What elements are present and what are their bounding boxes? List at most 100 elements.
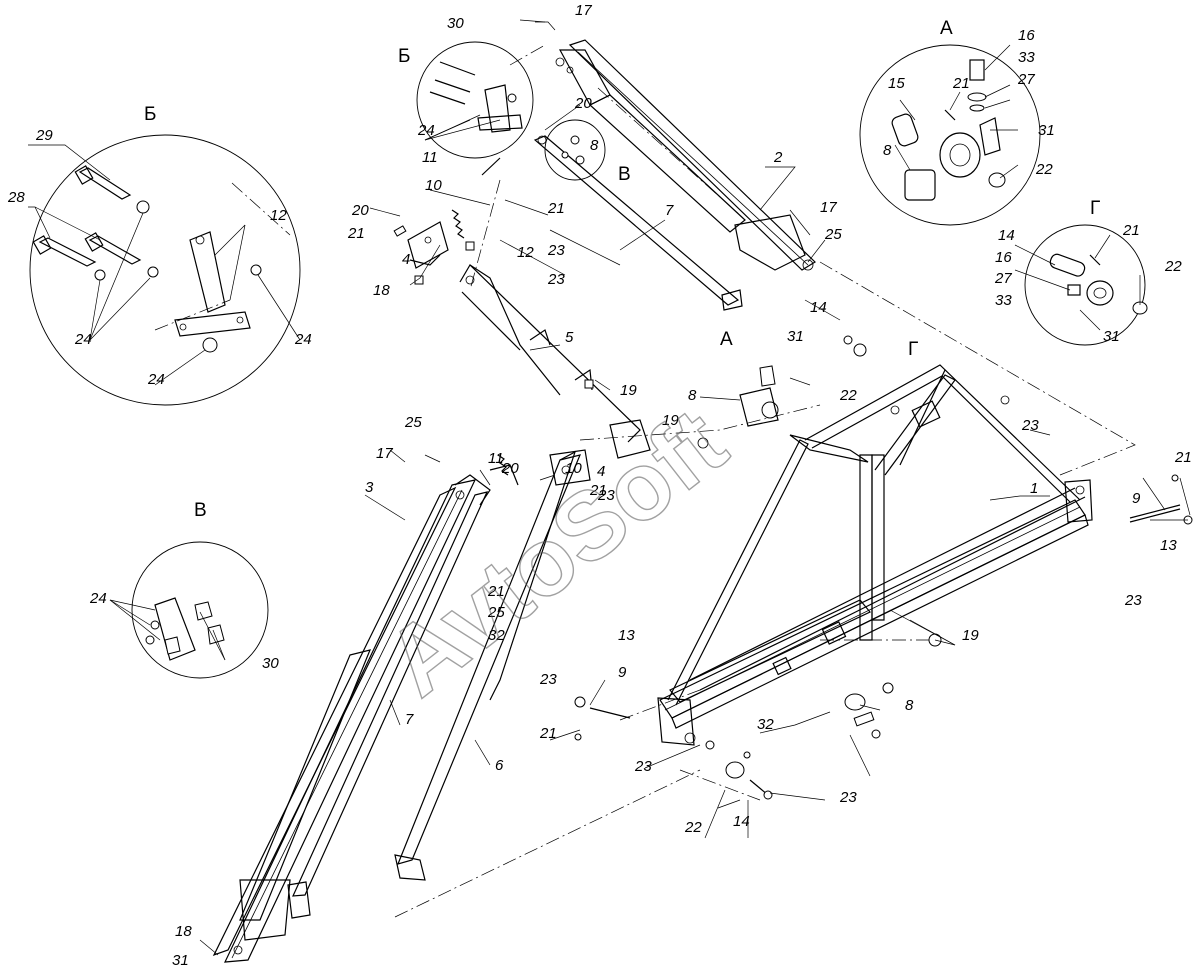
callout-label: 9 (618, 664, 627, 681)
callout-label: 19 (620, 382, 637, 399)
rod-part-7-upper (533, 135, 743, 311)
leader-lines (28, 19, 1191, 956)
callout-label: 23 (597, 487, 615, 504)
spring-pin-upper (451, 157, 501, 251)
view-letter-V-large: В (194, 500, 207, 521)
arm-part-3 (212, 474, 491, 963)
callout-label: 21 (487, 583, 505, 600)
callout-label: 19 (962, 627, 979, 644)
arm-part-2 (555, 39, 816, 271)
detail-view-B (29, 134, 301, 406)
view-letters: Б Б В В А А Г Г (144, 18, 1100, 521)
callout-label: 23 (634, 758, 652, 775)
callout-label: 18 (175, 923, 192, 940)
view-letter-G-large: Г (1090, 198, 1100, 219)
callout-label: 11 (422, 149, 438, 166)
view-letter-A-small: А (720, 329, 733, 350)
link-part-5 (459, 264, 651, 459)
callout-label: 8 (590, 137, 599, 154)
view-letter-V-small: В (618, 164, 631, 185)
callout-label: 7 (665, 202, 674, 219)
detail-B-callout: 24 (147, 371, 165, 388)
view-letter-G-small: Г (908, 339, 918, 360)
detail-G-callout: 31 (1103, 328, 1120, 345)
callout-label: 22 (684, 819, 702, 836)
callout-label: 19 (662, 412, 679, 429)
callout-label: 20 (501, 460, 519, 477)
callout-numbers: 1 2 3 4 4 5 6 7 7 8 8 9 9 10 10 11 11 13… (172, 2, 1192, 969)
detail-A-callout: 22 (1035, 161, 1053, 178)
callout-label: 17 (376, 445, 393, 462)
detail-G-callout: 21 (1122, 222, 1140, 239)
detail-A-callout: 27 (1017, 71, 1035, 88)
detail-G-callout: 22 (1164, 258, 1182, 275)
callout-label: 21 (547, 200, 565, 217)
detail-G-callout: 16 (995, 249, 1012, 266)
detail-V-callout: 30 (262, 655, 279, 672)
callout-label: 1 (1030, 480, 1038, 497)
callout-label: 9 (1132, 490, 1141, 507)
callout-label: 20 (574, 95, 592, 112)
callout-label: 7 (405, 711, 414, 728)
detail-G-callout: 33 (995, 292, 1012, 309)
callout-label: 25 (824, 226, 842, 243)
rod-part-7-lower (287, 491, 489, 919)
callout-label: 23 (1124, 592, 1142, 609)
callout-label: 21 (1174, 449, 1192, 466)
callout-label: 18 (373, 282, 390, 299)
detail-A-callout: 21 (952, 75, 970, 92)
callout-label: 11 (488, 450, 504, 467)
callout-label: 22 (839, 387, 857, 404)
view-letter-A-large: А (940, 18, 953, 39)
callout-label: 31 (787, 328, 804, 345)
callout-label: 12 (517, 244, 534, 261)
callout-label: 23 (547, 242, 565, 259)
callout-label: 24 (417, 122, 435, 139)
callout-label: 23 (1021, 417, 1039, 434)
callout-label: 4 (597, 463, 605, 480)
link-part-6 (394, 450, 582, 881)
callout-label: 21 (589, 482, 607, 499)
callout-label: 17 (820, 199, 837, 216)
frame-part-1 (657, 364, 1093, 746)
callout-label: 25 (404, 414, 422, 431)
callout-label: 10 (425, 177, 442, 194)
pin-assembly-lower (574, 696, 715, 750)
callout-label: 25 (487, 604, 505, 621)
detail-B-callout: 28 (7, 189, 25, 206)
callout-label: 8 (905, 697, 914, 714)
callout-label: 13 (618, 627, 635, 644)
detail-A-callout: 31 (1038, 122, 1055, 139)
callout-label: 23 (839, 789, 857, 806)
detail-view-V (131, 541, 269, 679)
detail-view-V-small (544, 119, 606, 181)
detail-G-callout: 14 (998, 227, 1015, 244)
callout-label: 14 (733, 813, 750, 830)
view-letter-B-small: Б (398, 46, 410, 67)
callout-label: 23 (547, 271, 565, 288)
detail-view-G (1024, 224, 1148, 346)
callout-label: 32 (757, 716, 774, 733)
detail-G-callout: 27 (994, 270, 1012, 287)
callout-label: 4 (402, 251, 410, 268)
callout-label: 3 (365, 479, 374, 496)
detail-A-callout: 16 (1018, 27, 1035, 44)
detail-view-B-small (416, 41, 534, 159)
callout-label: 2 (773, 149, 783, 166)
detail-B-callout: 12 (270, 207, 287, 224)
detail-callouts: 29 28 12 24 24 24 24 30 16 33 27 15 21 3… (7, 27, 1182, 672)
callout-label: 5 (565, 329, 574, 346)
detail-B-callout: 24 (294, 331, 312, 348)
callout-label: 21 (539, 725, 557, 742)
detail-A-callout: 8 (883, 142, 892, 159)
callout-label: 17 (575, 2, 592, 19)
detail-V-callout: 24 (89, 590, 107, 607)
callout-label: 23 (539, 671, 557, 688)
callout-label: 32 (488, 627, 505, 644)
callout-label: 31 (172, 952, 189, 969)
callout-label: 10 (565, 460, 582, 477)
bracket-part-4-upper (393, 221, 449, 285)
detail-B-callout: 29 (35, 127, 53, 144)
callout-label: 13 (1160, 537, 1177, 554)
